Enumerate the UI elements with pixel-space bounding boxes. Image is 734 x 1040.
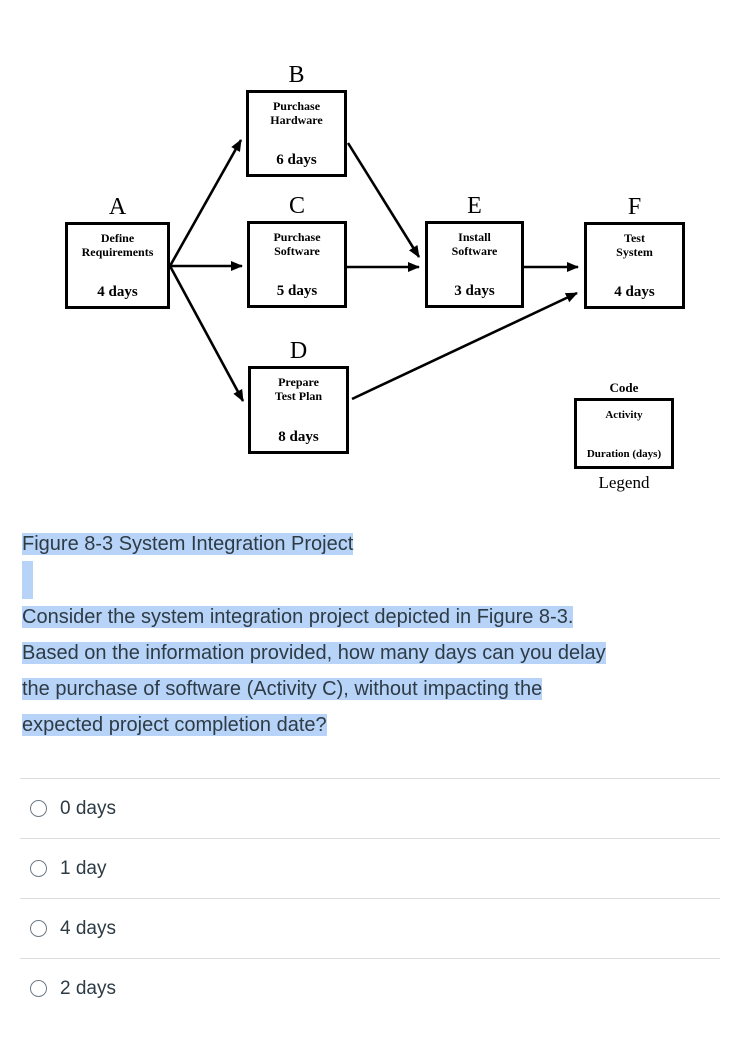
question-line: Consider the system integration project … bbox=[22, 606, 574, 628]
figure-caption: Figure 8-3 System Integration Project bbox=[22, 528, 354, 561]
node-box: Purchase Software 5 days bbox=[247, 221, 347, 308]
option-label: 4 days bbox=[60, 917, 116, 939]
option-row-4-days[interactable]: 4 days bbox=[20, 898, 720, 958]
legend-caption: Legend bbox=[598, 473, 650, 492]
question-line: the purchase of software (Activity C), w… bbox=[22, 678, 543, 700]
node-code: A bbox=[108, 194, 127, 220]
node-code: E bbox=[467, 193, 482, 219]
legend-box: Activity Duration (days) bbox=[574, 398, 674, 469]
node-box: Purchase Hardware 6 days bbox=[246, 90, 347, 177]
legend-duration-label: Duration (days) bbox=[586, 448, 662, 460]
node-code: F bbox=[627, 194, 642, 220]
node-box: Install Software 3 days bbox=[425, 221, 524, 308]
legend-activity-label: Activity bbox=[605, 409, 643, 421]
option-label: 0 days bbox=[60, 797, 116, 819]
node-activity-name: Install Software bbox=[451, 230, 498, 259]
project-network-diagram: A Define Requirements 4 days B Purchase … bbox=[0, 0, 734, 515]
option-row-2-days[interactable]: 2 days bbox=[20, 958, 720, 1018]
node-duration: 4 days bbox=[97, 284, 138, 300]
node-duration: 3 days bbox=[454, 283, 495, 299]
node-activity-name: Test System bbox=[616, 231, 653, 260]
node-activity-name: Define Requirements bbox=[81, 231, 154, 260]
activity-node-b: B Purchase Hardware 6 days bbox=[246, 60, 347, 177]
node-box: Prepare Test Plan 8 days bbox=[248, 366, 349, 454]
node-code: C bbox=[288, 193, 305, 219]
option-label: 1 day bbox=[60, 857, 107, 879]
node-activity-name: Purchase Hardware bbox=[270, 99, 323, 128]
option-row-1-day[interactable]: 1 day bbox=[20, 838, 720, 898]
arrow-a-to-b bbox=[168, 139, 243, 267]
radio-button[interactable] bbox=[30, 980, 47, 997]
node-duration: 5 days bbox=[276, 283, 318, 299]
arrow-a-to-d bbox=[168, 265, 245, 402]
activity-node-f: F Test System 4 days bbox=[584, 192, 685, 309]
node-duration: 4 days bbox=[614, 284, 655, 300]
node-duration: 8 days bbox=[278, 429, 319, 445]
node-duration: 6 days bbox=[276, 152, 317, 168]
figure-caption-text: Figure 8-3 System Integration Project bbox=[22, 533, 354, 555]
radio-button[interactable] bbox=[30, 800, 47, 817]
radio-button[interactable] bbox=[30, 860, 47, 877]
question-line: Based on the information provided, how m… bbox=[22, 642, 606, 664]
arrow-b-to-e bbox=[346, 142, 421, 258]
answer-options: 0 days 1 day 4 days 2 days bbox=[20, 778, 720, 1018]
radio-button[interactable] bbox=[30, 920, 47, 937]
activity-node-d: D Prepare Test Plan 8 days bbox=[248, 336, 349, 454]
arrow-d-to-f bbox=[351, 291, 578, 401]
legend: Code Activity Duration (days) Legend bbox=[574, 377, 674, 496]
node-activity-name: Prepare Test Plan bbox=[274, 375, 323, 404]
activity-node-e: E Install Software 3 days bbox=[425, 191, 524, 308]
option-label: 2 days bbox=[60, 977, 116, 999]
node-code: B bbox=[288, 62, 305, 88]
question-line: expected project completion date? bbox=[22, 714, 327, 736]
node-box: Define Requirements 4 days bbox=[65, 222, 170, 309]
question-text: Consider the system integration project … bbox=[22, 599, 606, 743]
node-activity-name: Purchase Software bbox=[273, 230, 321, 259]
node-code: D bbox=[289, 338, 308, 364]
option-row-0-days[interactable]: 0 days bbox=[20, 778, 720, 838]
activity-node-a: A Define Requirements 4 days bbox=[65, 192, 170, 309]
selection-empty-line bbox=[22, 561, 33, 599]
node-box: Test System 4 days bbox=[584, 222, 685, 309]
legend-code-label: Code bbox=[609, 380, 639, 395]
dependency-arrows bbox=[168, 139, 579, 402]
activity-node-c: C Purchase Software 5 days bbox=[247, 191, 347, 308]
